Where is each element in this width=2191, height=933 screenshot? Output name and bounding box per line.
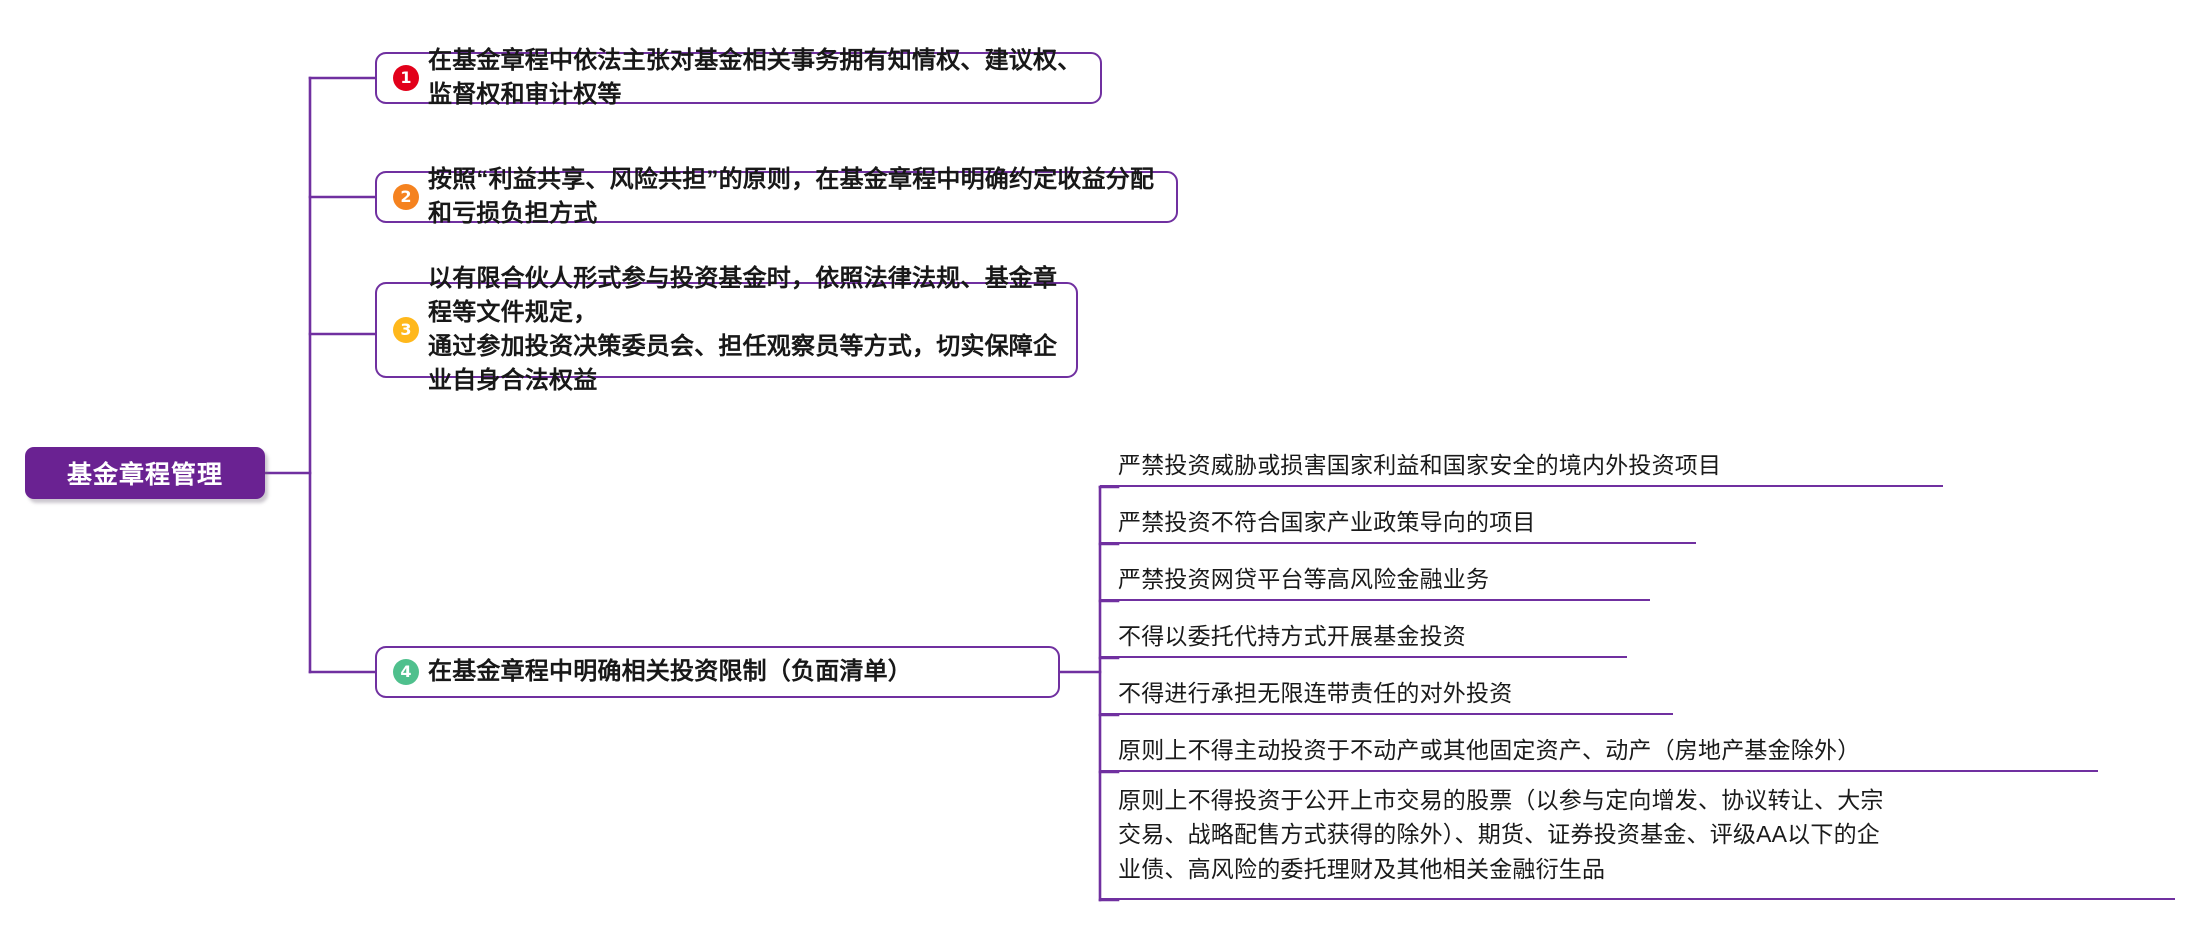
branch-label-2: 按照“利益共享、风险共担”的原则，在基金章程中明确约定收益分配和亏损负担方式	[428, 165, 1155, 227]
negative-list-label-7: 原则上不得投资于公开上市交易的股票（以参与定向增发、协议转让、大宗 交易、战略配…	[1118, 787, 1884, 882]
negative-list-item-7[interactable]: 原则上不得投资于公开上市交易的股票（以参与定向增发、协议转让、大宗 交易、战略配…	[1100, 774, 2175, 900]
branch-badge-4: 4	[393, 659, 419, 685]
negative-list-label-6: 原则上不得主动投资于不动产或其他固定资产、动产（房地产基金除外）	[1118, 736, 1861, 763]
branch-node-1[interactable]: 1 在基金章程中依法主张对基金相关事务拥有知情权、建议权、监督权和审计权等	[375, 47, 1102, 108]
negative-list-item-1[interactable]: 严禁投资威胁或损害国家利益和国家安全的境内外投资项目	[1100, 432, 1943, 487]
branch-node-3[interactable]: 3 以有限合伙人形式参与投资基金时，依照法律法规、基金章程等文件规定， 通过参加…	[375, 265, 1078, 394]
negative-list-label-4: 不得以委托代持方式开展基金投资	[1118, 622, 1466, 649]
root-node[interactable]: 基金章程管理	[25, 447, 265, 499]
branch-node-4[interactable]: 4 在基金章程中明确相关投资限制（负面清单）	[375, 646, 1060, 698]
branch-badge-3: 3	[393, 317, 419, 343]
branch-label-3: 以有限合伙人形式参与投资基金时，依照法律法规、基金章程等文件规定， 通过参加投资…	[428, 264, 1058, 395]
branch-badge-2: 2	[393, 184, 419, 210]
negative-list-label-3: 严禁投资网贷平台等高风险金融业务	[1118, 565, 1490, 592]
negative-list-item-6[interactable]: 原则上不得主动投资于不动产或其他固定资产、动产（房地产基金除外）	[1100, 717, 2098, 772]
negative-list-label-2: 严禁投资不符合国家产业政策导向的项目	[1118, 508, 1536, 535]
branch-label-1: 在基金章程中依法主张对基金相关事务拥有知情权、建议权、监督权和审计权等	[428, 46, 1082, 108]
negative-list-label-1: 严禁投资威胁或损害国家利益和国家安全的境内外投资项目	[1118, 451, 1722, 478]
branch-node-2[interactable]: 2 按照“利益共享、风险共担”的原则，在基金章程中明确约定收益分配和亏损负担方式	[375, 166, 1178, 227]
root-node-label: 基金章程管理	[66, 461, 223, 489]
branch-badge-1: 1	[393, 65, 419, 91]
negative-list-item-4[interactable]: 不得以委托代持方式开展基金投资	[1100, 603, 1627, 658]
negative-list-label-5: 不得进行承担无限连带责任的对外投资	[1118, 679, 1513, 706]
branch-label-4: 在基金章程中明确相关投资限制（负面清单）	[428, 657, 912, 685]
negative-list-item-3[interactable]: 严禁投资网贷平台等高风险金融业务	[1100, 546, 1650, 601]
negative-list-item-2[interactable]: 严禁投资不符合国家产业政策导向的项目	[1100, 489, 1696, 544]
negative-list-item-5[interactable]: 不得进行承担无限连带责任的对外投资	[1100, 660, 1673, 715]
